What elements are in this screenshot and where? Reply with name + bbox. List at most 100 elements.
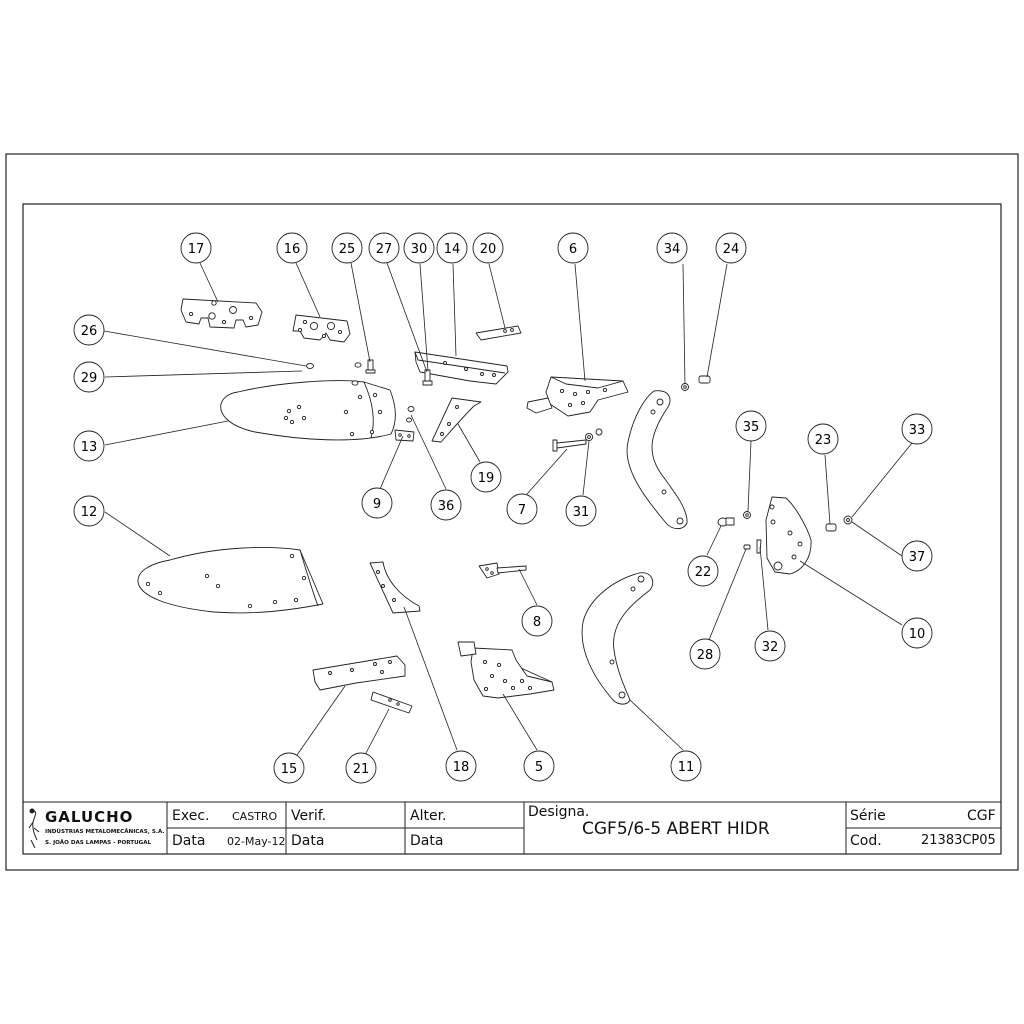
callout-23-label: 23 — [815, 433, 832, 448]
callout-18-label: 18 — [453, 760, 470, 775]
part-31-nut — [584, 428, 603, 442]
exec-value: CASTRO — [232, 810, 278, 823]
callout-9: 9 — [361, 487, 393, 519]
callout-5: 5 — [523, 750, 555, 782]
part-33-washer — [843, 515, 853, 525]
part-28-pin — [743, 544, 751, 550]
verif-label: Verif. — [291, 808, 327, 824]
part-8-bar — [478, 562, 527, 579]
callout-30: 30 — [403, 232, 435, 264]
callout-25-label: 25 — [339, 242, 356, 257]
callout-14: 14 — [436, 232, 468, 264]
callout-28: 28 — [689, 638, 721, 670]
part-6-bracket — [526, 376, 629, 417]
callout-19-label: 19 — [478, 471, 495, 486]
alter-label: Alter. — [410, 808, 447, 824]
date-label: Data — [172, 833, 206, 849]
callout-31-label: 31 — [573, 505, 590, 520]
callout-11-label: 11 — [678, 760, 695, 775]
designation-label: Designa. — [528, 804, 590, 820]
callout-33: 33 — [901, 413, 933, 445]
part-16-plate — [292, 314, 351, 343]
bolt-27-30 — [422, 369, 433, 386]
callout-15-label: 15 — [281, 762, 298, 777]
callout-7: 7 — [506, 493, 538, 525]
callout-8-label: 8 — [533, 615, 541, 630]
callout-16-label: 16 — [284, 242, 301, 257]
callout-13-label: 13 — [81, 440, 98, 455]
part-11-arm-lower — [581, 572, 654, 705]
callout-17: 17 — [180, 232, 212, 264]
callout-10: 10 — [901, 617, 933, 649]
part-18-landside — [369, 561, 421, 614]
callout-25: 25 — [331, 232, 363, 264]
part-20-blade — [475, 325, 522, 341]
code-value: 21383CP05 — [921, 833, 996, 848]
verif-date-label: Data — [291, 833, 325, 849]
outer-frame — [5, 153, 1019, 871]
part-12-mouldboard — [137, 547, 324, 614]
alter-date-label: Data — [410, 833, 444, 849]
company-name: GALUCHO — [45, 808, 134, 826]
part-10-plate — [765, 496, 812, 575]
callout-27-label: 27 — [376, 242, 393, 257]
callout-37-label: 37 — [909, 550, 926, 565]
callout-36-label: 36 — [438, 499, 455, 514]
series-label: Série — [850, 808, 886, 824]
callout-26-label: 26 — [81, 324, 98, 339]
date-value: 02-May-12 — [227, 835, 286, 848]
callout-22: 22 — [687, 555, 719, 587]
callout-22-label: 22 — [695, 565, 712, 580]
callout-16: 16 — [276, 232, 308, 264]
part-19-landside — [431, 397, 482, 443]
part-13-mouldboard — [220, 380, 396, 441]
callout-29-label: 29 — [81, 371, 98, 386]
callout-13: 13 — [73, 430, 105, 462]
callout-34: 34 — [656, 232, 688, 264]
callout-24: 24 — [715, 232, 747, 264]
bolt-25 — [365, 359, 376, 374]
callout-6: 6 — [557, 232, 589, 264]
part-17-plate — [180, 298, 263, 329]
callout-12: 12 — [73, 495, 105, 527]
inner-frame — [22, 203, 1002, 855]
code-label: Cod. — [850, 833, 882, 849]
callout-28-label: 28 — [697, 648, 714, 663]
callout-35-label: 35 — [743, 420, 760, 435]
company-line-1: INDÚSTRIAS METALOMECÂNICAS, S.A. — [45, 829, 165, 835]
part-14-bar — [414, 351, 509, 385]
callout-21: 21 — [345, 752, 377, 784]
series-value: CGF — [967, 808, 996, 824]
part-23-pin — [825, 523, 837, 532]
callout-5-label: 5 — [535, 760, 543, 775]
callout-6-label: 6 — [569, 242, 577, 257]
callout-14-label: 14 — [444, 242, 461, 257]
callout-26: 26 — [73, 314, 105, 346]
callout-9-label: 9 — [373, 497, 381, 512]
callout-15: 15 — [273, 752, 305, 784]
part-24-pin — [698, 375, 711, 384]
callout-20-label: 20 — [480, 242, 497, 257]
nut-36 — [406, 406, 415, 423]
part-11-arm-upper — [626, 390, 688, 530]
callout-10-label: 10 — [909, 627, 926, 642]
leader-lines — [103, 262, 913, 756]
part-34-washer — [681, 383, 689, 391]
company-line-2: S. JOÃO DAS LAMPAS - PORTUGAL — [45, 840, 152, 846]
part-7-bolt — [552, 439, 587, 452]
callout-7-label: 7 — [518, 503, 526, 518]
part-21-blade — [370, 691, 413, 714]
callout-32-label: 32 — [762, 640, 779, 655]
callout-21-label: 21 — [353, 762, 370, 777]
designation-value: CGF5/6-5 ABERT HIDR — [582, 819, 770, 839]
callout-36: 36 — [430, 489, 462, 521]
callout-23: 23 — [807, 423, 839, 455]
callout-8: 8 — [521, 605, 553, 637]
part-35-nut — [743, 511, 751, 519]
callout-30-label: 30 — [411, 242, 428, 257]
part-15-share — [312, 655, 406, 691]
galucho-logo-icon — [28, 808, 40, 849]
callout-29: 29 — [73, 361, 105, 393]
part-9-plate — [394, 429, 415, 442]
